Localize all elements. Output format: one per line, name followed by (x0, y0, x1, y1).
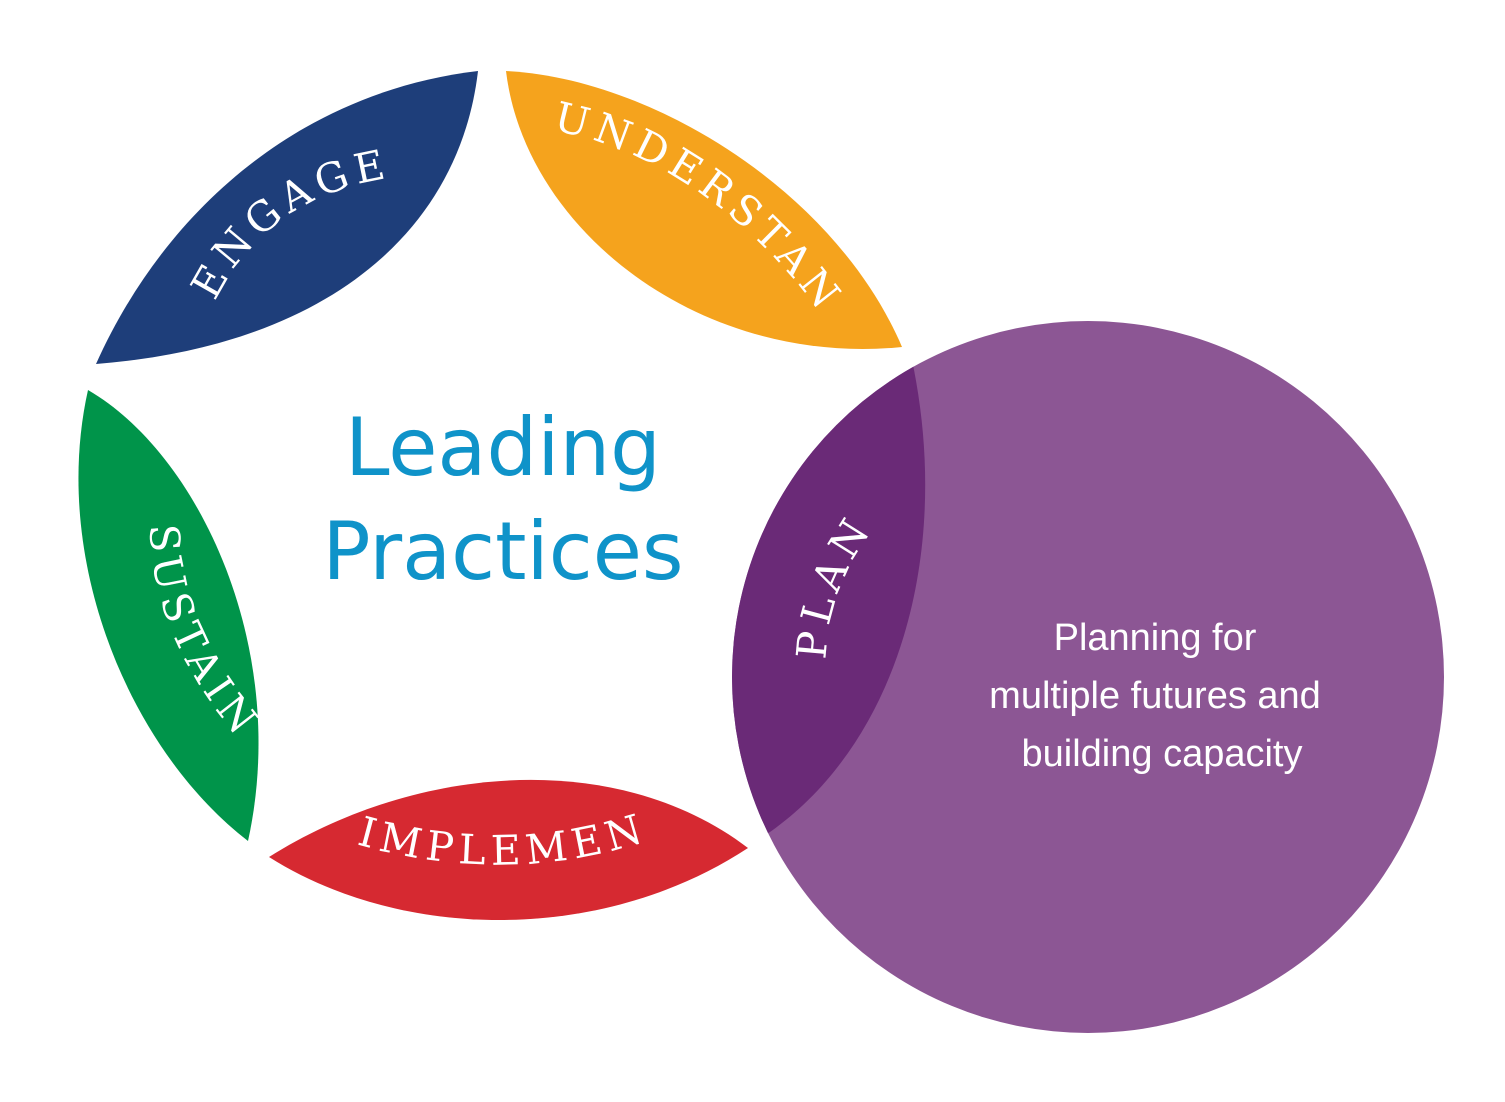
description-line-3: building capacity (1022, 733, 1303, 775)
engage-petal (96, 71, 478, 364)
understand-petal (506, 71, 902, 349)
implement-petal (269, 779, 748, 921)
sustain-petal (78, 390, 259, 841)
description-line-2: multiple futures and (989, 675, 1321, 717)
title-line-1: Leading (345, 401, 661, 494)
plan-petal (732, 321, 926, 900)
description-line-1: Planning for (1054, 617, 1257, 659)
title-line-2: Practices (322, 505, 683, 598)
